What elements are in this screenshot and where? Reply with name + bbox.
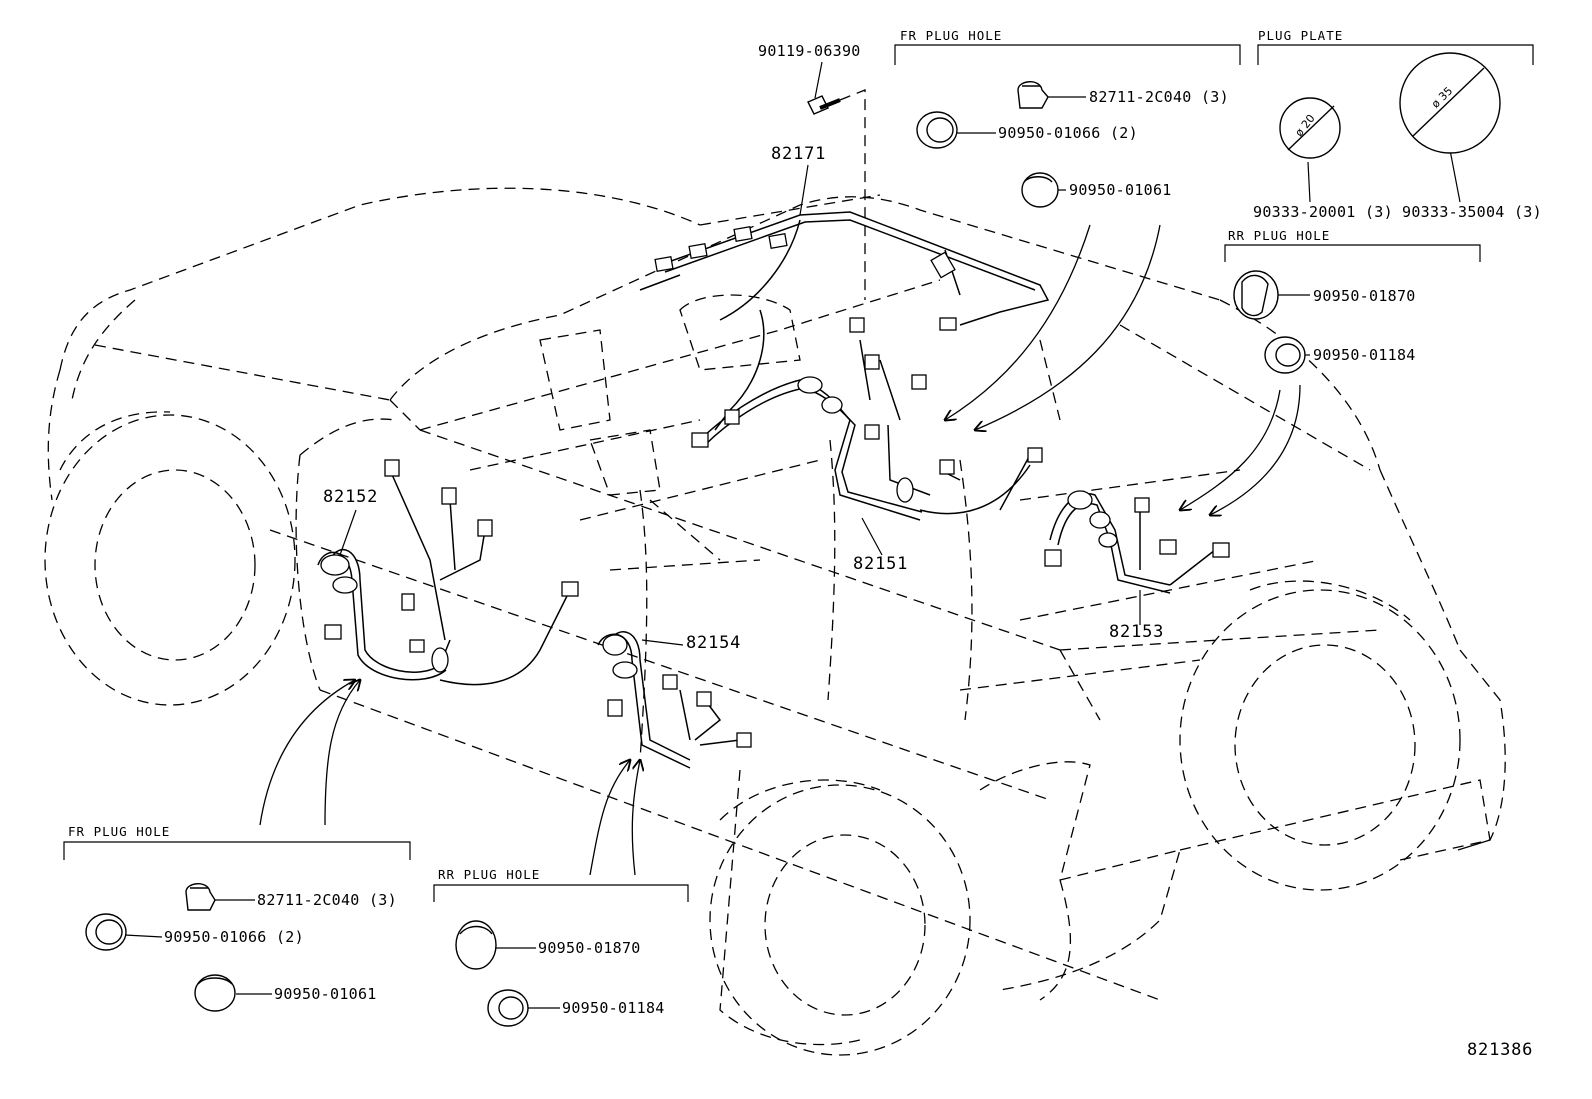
fr-clip-part-top: 82711-2C040 (3) [1089,88,1229,106]
plug-hole-icon [916,111,1059,208]
rr-plug-hole-title-top: RR PLUG HOLE [1228,228,1331,243]
clip-icon [185,883,216,911]
fr-plug-part-bottom: 90950-01061 [274,985,377,1003]
plug-hole-icon [85,913,529,1027]
rr-plug-part-bottom: 90950-01870 [538,939,641,957]
plug-plate-large-part: 90333-35004 (3) [1402,203,1542,221]
harness-grommets [320,376,1118,679]
front-left-harness-label: 82152 [323,487,379,507]
plug-hole-icon [1233,270,1306,374]
diagram-id: 821386 [1467,1040,1534,1060]
bolt-icon [807,95,841,115]
plug-plate-small-part: 90333-20001 (3) [1253,203,1393,221]
rr-plug-hole-title-bottom: RR PLUG HOLE [438,867,541,882]
fr-plug-hole-title-top: FR PLUG HOLE [900,28,1003,43]
fr-grommet-part-bottom: 90950-01066 (2) [164,928,304,946]
rear-left-harness-label: 82154 [686,633,742,653]
rr-grommet-part-top: 90950-01184 [1313,346,1416,364]
front-right-harness-label: 82151 [853,554,909,574]
roof-harness-label: 82171 [771,144,827,164]
plug-plate-title: PLUG PLATE [1258,28,1344,43]
plug-plate-icon [1279,52,1501,159]
clip-icon [1017,81,1049,109]
rear-right-harness-label: 82153 [1109,622,1165,642]
fr-grommet-part-top: 90950-01066 (2) [998,124,1138,142]
group-brackets [63,44,1534,902]
arrow-icon [259,224,1301,876]
bolt-part-label: 90119-06390 [758,42,861,60]
vehicle-body [44,89,1506,1056]
rr-grommet-part-bottom: 90950-01184 [562,999,665,1017]
connectors [324,225,1230,748]
fr-plug-hole-title-bottom: FR PLUG HOLE [68,824,171,839]
rr-plug-part-top: 90950-01870 [1313,287,1416,305]
fr-clip-part-bottom: 82711-2C040 (3) [257,891,397,909]
fr-plug-part-top: 90950-01061 [1069,181,1172,199]
